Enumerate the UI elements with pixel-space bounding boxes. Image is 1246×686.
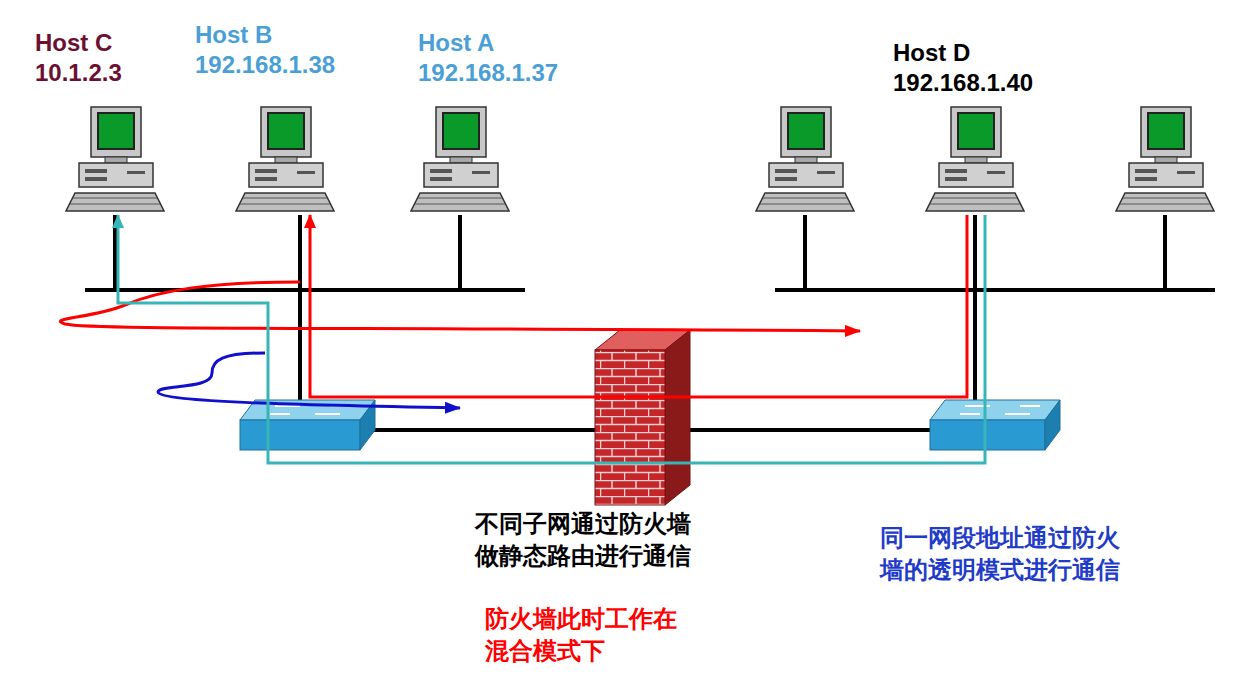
- ip-address: 192.168.1.37: [418, 58, 558, 88]
- host-computer: Host A192.168.1.37: [410, 28, 558, 215]
- host-name: Host C: [35, 28, 165, 58]
- computer-icon: [235, 105, 335, 215]
- host-name: Host A: [418, 28, 558, 58]
- ip-address: 192.168.1.40: [893, 68, 1033, 98]
- computer-icon: [410, 105, 510, 215]
- ip-address: 192.168.1.38: [195, 50, 335, 80]
- host-computer: Host B192.168.1.38: [195, 20, 335, 215]
- traffic-path: [310, 215, 967, 397]
- host-name: Host B: [195, 20, 335, 50]
- ip-address: 10.1.2.3: [35, 58, 165, 88]
- annotation-note: 不同子网通过防火墙 做静态路由进行通信: [475, 508, 691, 572]
- computer-icon: [925, 105, 1025, 215]
- annotation-note: 防火墙此时工作在 混合模式下: [485, 603, 677, 667]
- host-computer: Host C10.1.2.3: [35, 28, 165, 215]
- host-computer: Host D192.168.1.40: [893, 38, 1033, 215]
- computer-icon: [65, 105, 165, 215]
- annotation-note: 同一网段地址通过防火 墙的透明模式进行通信: [880, 522, 1120, 586]
- host-name: Host D: [893, 38, 1033, 68]
- traffic-path: [118, 215, 985, 463]
